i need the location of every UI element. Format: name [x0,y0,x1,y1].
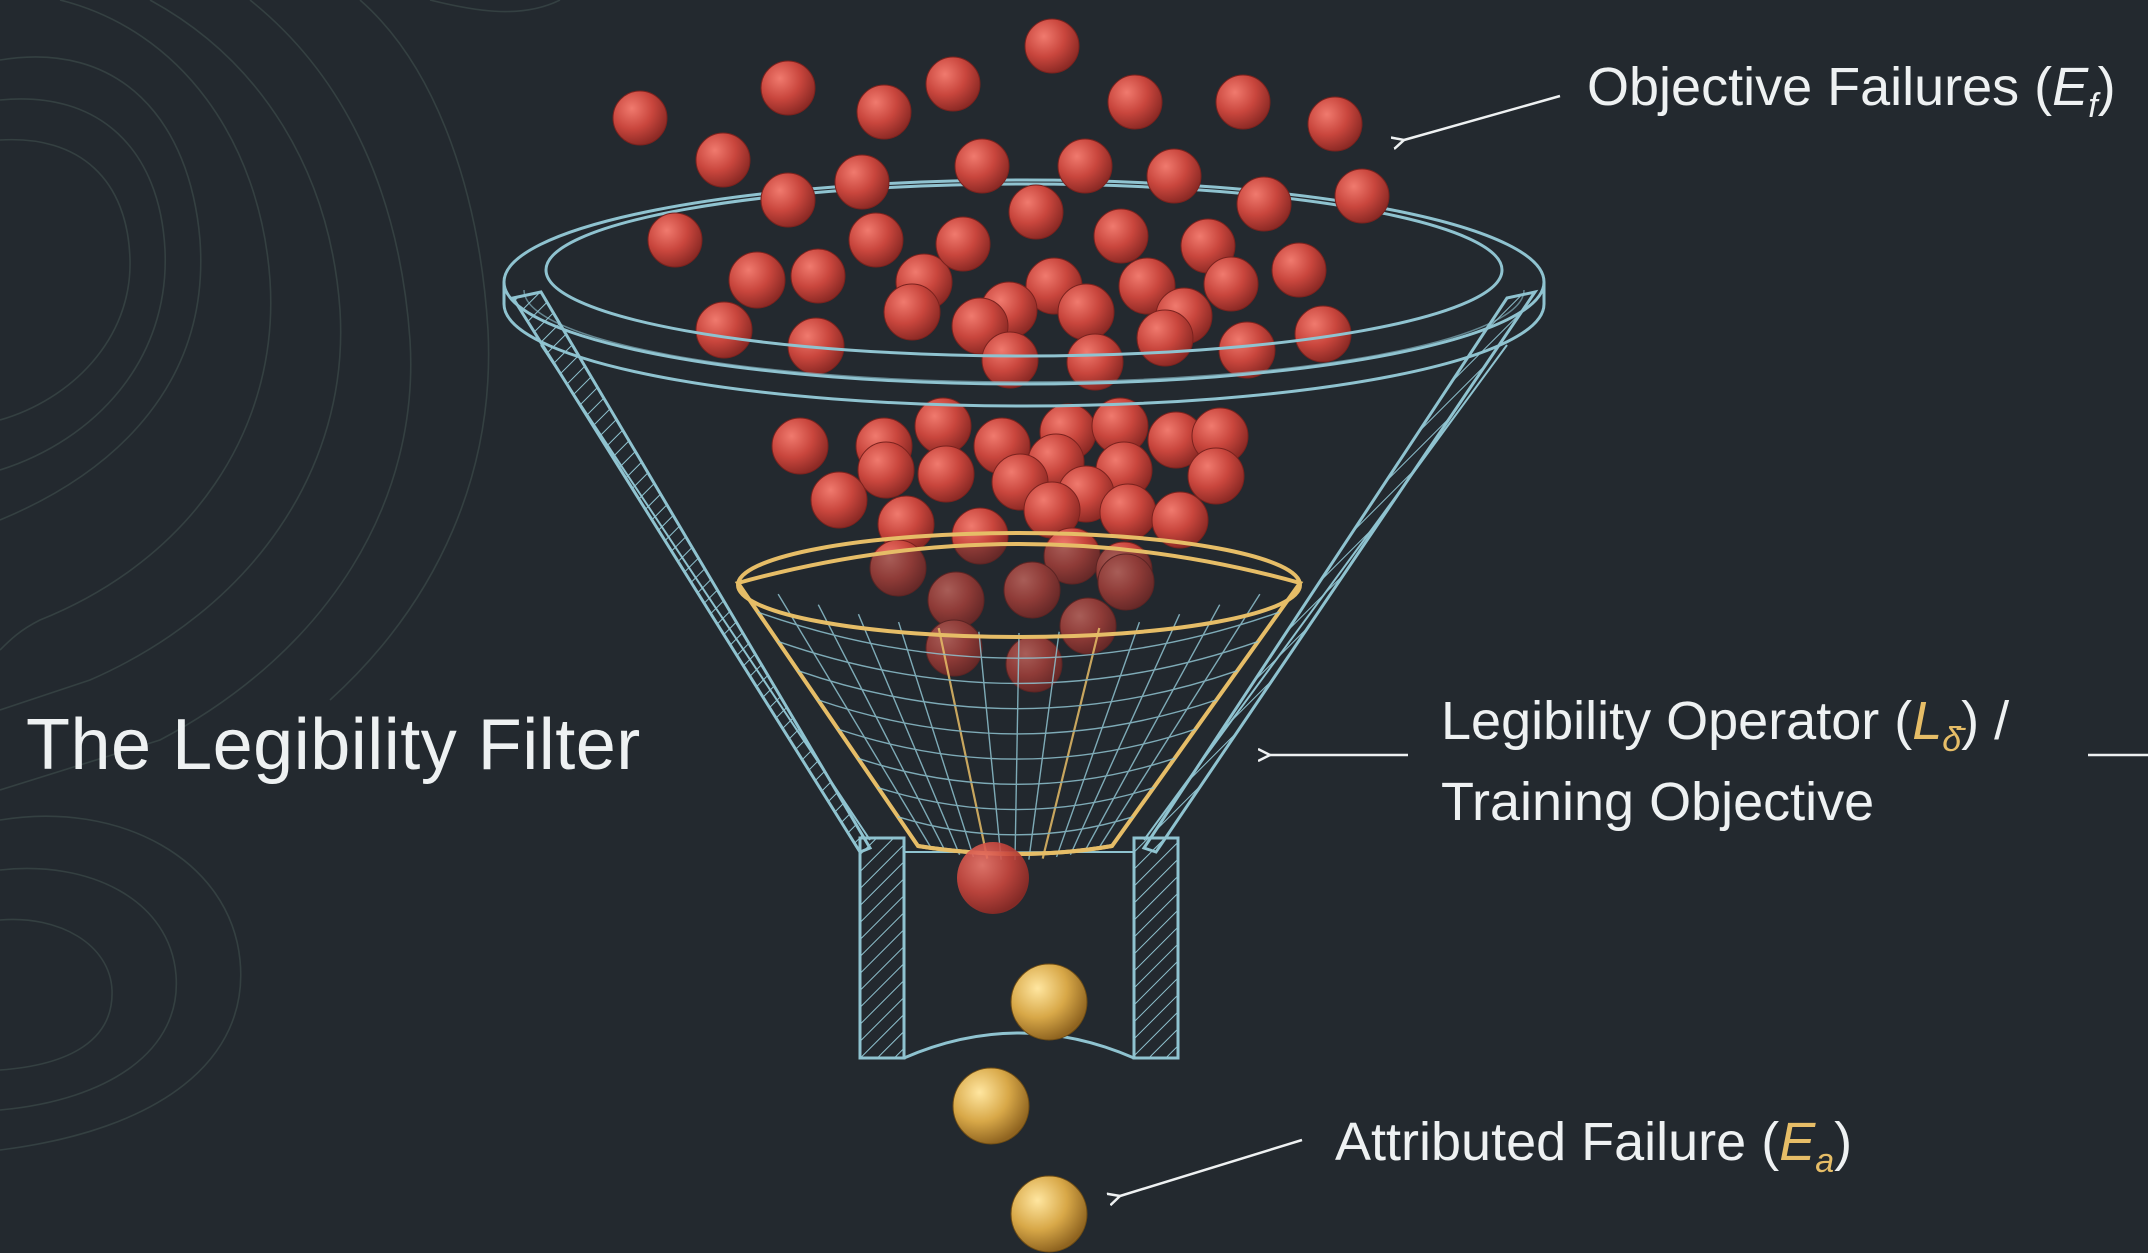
label-text: Objective Failures ( [1587,57,2053,117]
failure-ball [1107,74,1163,130]
arrow-left-icon [1404,94,1561,140]
failure-ball [1187,447,1245,505]
label-text: ) / [1961,691,2010,751]
objective-failures-label: Objective Failures (Ef) [1587,50,2116,131]
funnel [510,289,1539,1060]
label-symbol: L [1912,691,1943,751]
failure-ball [1215,74,1271,130]
failure-ball [1093,208,1149,264]
failure-ball [1236,176,1292,232]
label-subscript: a [1815,1142,1835,1180]
failure-ball [771,417,829,475]
failure-ball [925,56,981,112]
failure-ball [1271,242,1327,298]
funnel-rim [502,178,1546,408]
failure-ball [1218,321,1276,379]
objective-failure-balls-inner [695,251,1352,693]
failure-ball [612,90,668,146]
label-line-2: Training Objective [1441,772,1875,832]
arrow-left-icon [1120,1138,1303,1196]
failure-ball [1008,184,1064,240]
failure-ball [1099,483,1157,541]
label-line-1: Legibility Operator (Lδ̄) / [1441,684,2009,765]
failure-ball [1057,283,1115,341]
legibility-operator-label: Legibility Operator (Lδ̄) / Training Obj… [1441,684,2009,839]
diagram-title: The Legibility Filter [26,705,641,785]
failure-ball [981,331,1039,389]
trapped-failure-ball [957,842,1029,914]
failure-ball [857,441,915,499]
label-symbol: E [1779,1112,1816,1172]
contour-lines [0,0,561,1151]
failure-ball [1136,309,1194,367]
failure-ball [760,172,816,228]
failure-ball [1146,148,1202,204]
attributed-failure-balls [952,963,1088,1253]
failure-ball [1334,168,1390,224]
funnel-spout-left [858,836,906,1060]
label-subscript: δ̄ [1942,721,1962,759]
attributed-failure-label: Attributed Failure (Ea) [1335,1105,1852,1186]
failure-ball [935,216,991,272]
failure-ball [695,301,753,359]
failure-ball [790,248,846,304]
failure-ball [1003,561,1061,619]
failure-ball [883,283,941,341]
failure-ball [760,60,816,116]
label-text: Attributed Failure ( [1335,1112,1780,1172]
failure-ball [695,132,751,188]
objective-failure-balls [612,18,1390,312]
failure-ball [1151,491,1209,549]
funnel-spout-right [1132,836,1180,1060]
failure-ball [1059,597,1117,655]
failure-ball [856,84,912,140]
failure-ball [810,471,868,529]
failure-ball [1307,96,1363,152]
failure-ball [1024,18,1080,74]
failure-ball [728,251,786,309]
failure-ball [647,212,703,268]
label-symbol: E [2052,57,2089,117]
failure-ball [954,138,1010,194]
failure-ball [848,212,904,268]
failure-ball [1066,333,1124,391]
label-text: Legibility Operator ( [1441,691,1913,751]
failure-ball [1203,256,1259,312]
legibility-filter-mesh [734,531,1304,861]
failure-ball [834,154,890,210]
label-text: ) [1834,1112,1853,1172]
label-subscript: f [2088,87,2098,125]
failure-ball [917,445,975,503]
failure-ball [1097,553,1155,611]
label-text: ) [2097,57,2116,117]
failure-ball [1057,138,1113,194]
